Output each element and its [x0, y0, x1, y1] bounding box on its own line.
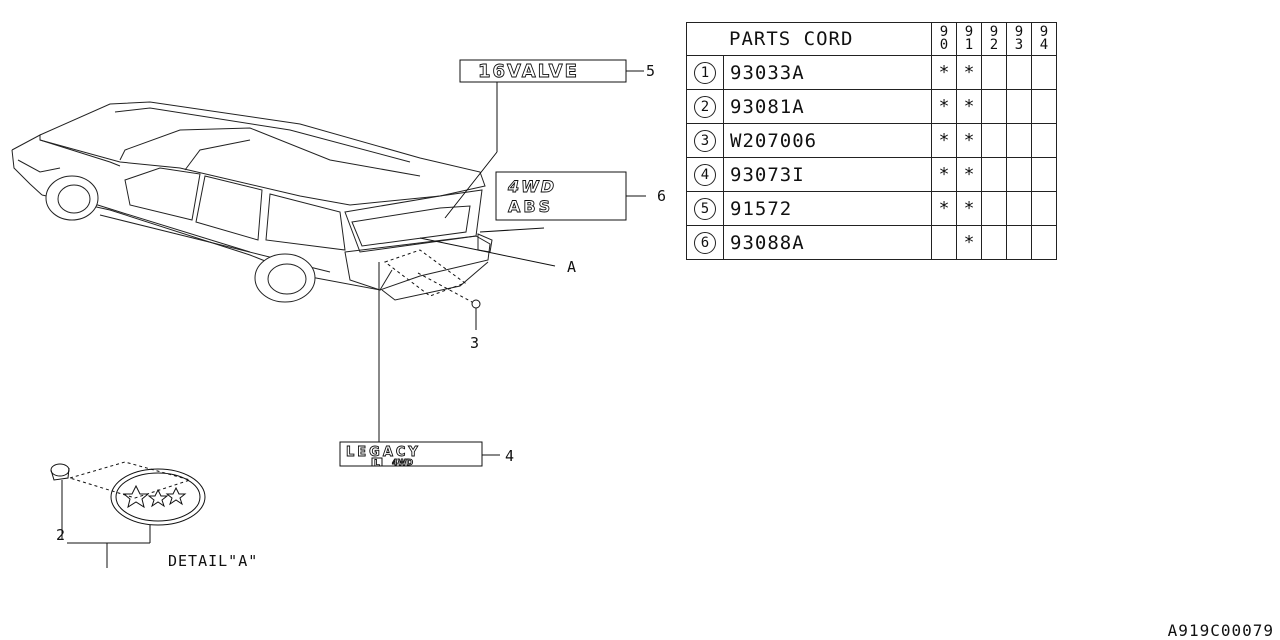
- wagon-illustration: [11, 101, 493, 303]
- part-number-cell: 1: [686, 55, 724, 90]
- callout-2: 2: [56, 526, 65, 544]
- year-applicability-cell: *: [956, 89, 982, 124]
- badge-4wd-abs: 4WD ABS: [495, 171, 627, 221]
- year-applicability-cell: [981, 191, 1007, 226]
- year-applicability-cell: [931, 225, 957, 260]
- detail-a-label: DETAIL"A": [168, 552, 258, 570]
- svg-text:16VALVE: 16VALVE: [478, 61, 579, 82]
- year-applicability-cell: [1006, 55, 1032, 90]
- callout-4: 4: [505, 447, 514, 465]
- part-number-circle: 1: [694, 61, 716, 84]
- part-number-cell: 3: [686, 123, 724, 158]
- year-applicability-cell: *: [931, 157, 957, 192]
- year-applicability-cell: *: [931, 123, 957, 158]
- badge-legacy: LEGACY L 4WD: [339, 441, 483, 469]
- year-applicability-cell: *: [956, 191, 982, 226]
- callout-6: 6: [657, 187, 666, 205]
- year-applicability-cell: [1031, 89, 1057, 124]
- year-applicability-cell: *: [931, 55, 957, 90]
- detail-a: [50, 461, 206, 568]
- part-code-cell: W207006: [723, 123, 932, 158]
- part-code-cell: 91572: [723, 191, 932, 226]
- year-applicability-cell: [1006, 225, 1032, 260]
- badge-16valve: 16VALVE: [459, 59, 627, 83]
- year-applicability-cell: [1031, 225, 1057, 260]
- part-number-circle: 4: [694, 163, 716, 186]
- clip-part-3: [471, 299, 481, 309]
- callout-a: A: [567, 258, 576, 276]
- year-applicability-cell: *: [956, 55, 982, 90]
- part-number-cell: 2: [686, 89, 724, 124]
- part-number-circle: 6: [694, 231, 716, 254]
- year-applicability-cell: *: [956, 157, 982, 192]
- part-code-cell: 93088A: [723, 225, 932, 260]
- part-code-cell: 93073I: [723, 157, 932, 192]
- year-applicability-cell: *: [931, 89, 957, 124]
- year-applicability-cell: [981, 89, 1007, 124]
- callout-5: 5: [646, 62, 655, 80]
- callout-3: 3: [470, 334, 479, 352]
- part-number-cell: 6: [686, 225, 724, 260]
- year-applicability-cell: [981, 225, 1007, 260]
- svg-text:LEGACY: LEGACY: [346, 445, 421, 460]
- svg-text:4WD: 4WD: [507, 177, 556, 196]
- svg-text:ABS: ABS: [508, 197, 553, 216]
- year-applicability-cell: [981, 55, 1007, 90]
- year-applicability-cell: *: [931, 191, 957, 226]
- year-applicability-cell: [1031, 123, 1057, 158]
- year-applicability-cell: [1006, 191, 1032, 226]
- year-applicability-cell: [1031, 55, 1057, 90]
- table-title: PARTS CORD: [686, 22, 932, 56]
- part-code-cell: 93081A: [723, 89, 932, 124]
- reference-code: A919C00079: [1167, 621, 1274, 640]
- year-applicability-cell: [1031, 191, 1057, 226]
- year-applicability-cell: [981, 157, 1007, 192]
- year-applicability-cell: [981, 123, 1007, 158]
- part-number-cell: 4: [686, 157, 724, 192]
- year-applicability-cell: *: [956, 123, 982, 158]
- table-row: 6 93088A *: [686, 225, 1057, 260]
- year-applicability-cell: [1006, 89, 1032, 124]
- year-applicability-cell: [1006, 123, 1032, 158]
- part-number-circle: 2: [694, 95, 716, 118]
- year-applicability-cell: [1006, 157, 1032, 192]
- year-applicability-cell: [1031, 157, 1057, 192]
- svg-text:L: L: [374, 459, 380, 469]
- part-code-cell: 93033A: [723, 55, 932, 90]
- svg-text:4WD: 4WD: [392, 458, 413, 467]
- part-number-circle: 5: [694, 197, 716, 220]
- part-number-circle: 3: [694, 129, 716, 152]
- year-applicability-cell: *: [956, 225, 982, 260]
- part-number-cell: 5: [686, 191, 724, 226]
